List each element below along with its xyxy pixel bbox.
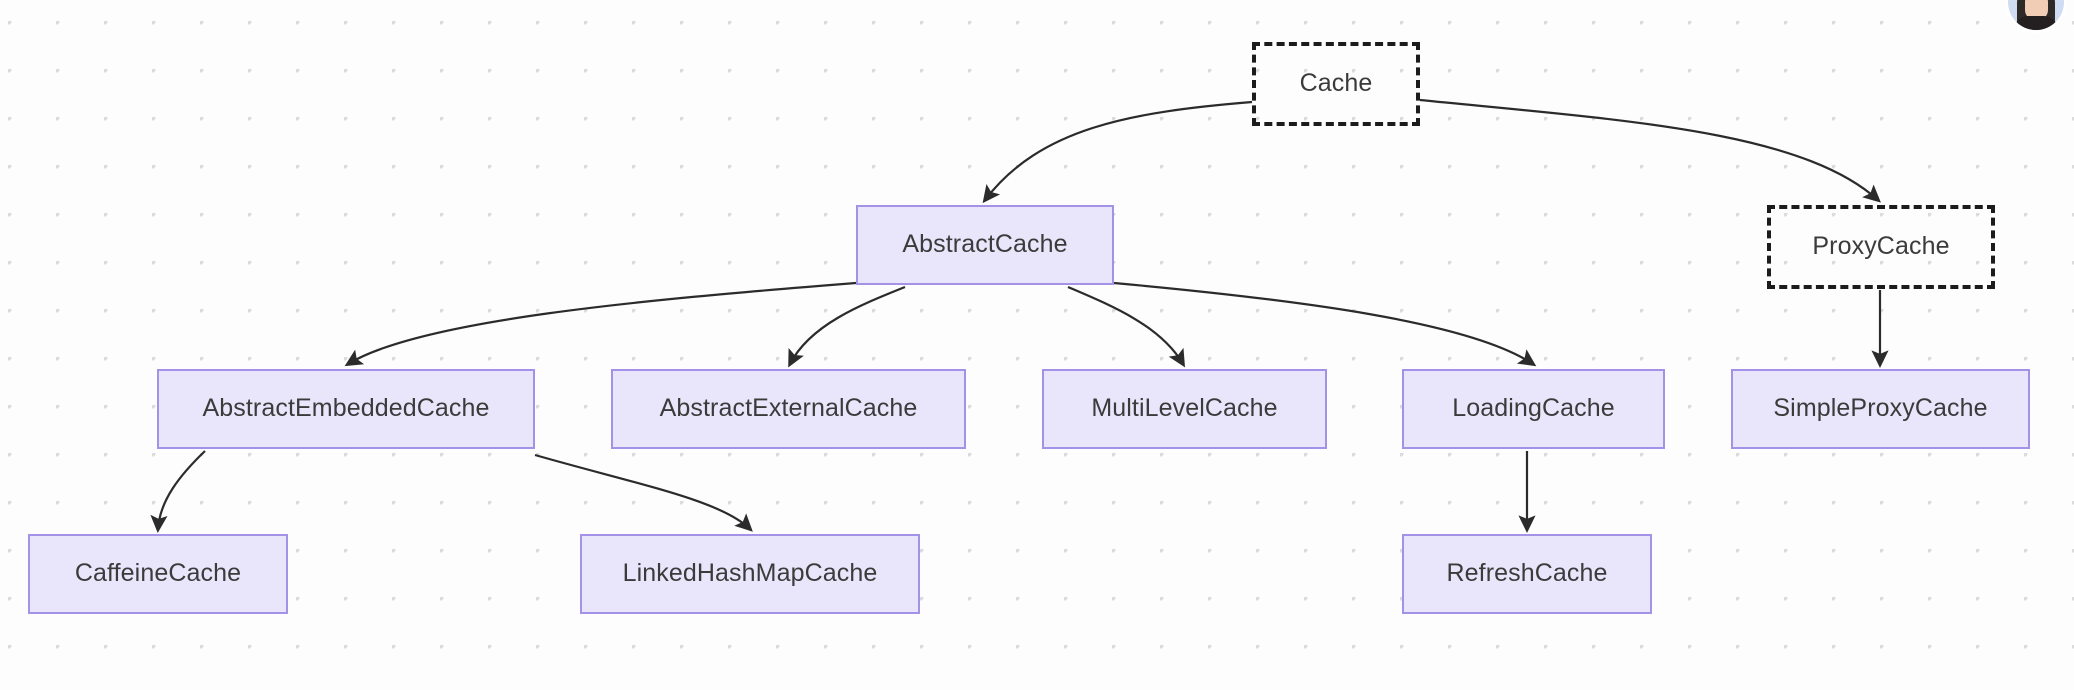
avatar-body — [2014, 16, 2058, 30]
edge-cache-to-abstractCache — [982, 100, 1253, 204]
node-label: SimpleProxyCache — [1773, 394, 1988, 423]
node-abstractCache[interactable]: AbstractCache — [856, 205, 1114, 285]
node-abstractExternalCache[interactable]: AbstractExternalCache — [611, 369, 966, 449]
user-avatar[interactable] — [2008, 0, 2064, 30]
edge-cache-to-proxyCache — [1419, 98, 1881, 203]
node-caffeineCache[interactable]: CaffeineCache — [28, 534, 288, 614]
node-label: RefreshCache — [1446, 559, 1608, 588]
node-label: AbstractEmbeddedCache — [202, 394, 490, 423]
node-label: MultiLevelCache — [1091, 394, 1278, 423]
edge-abstractEmbeddedCache-to-linkedHashMapCache — [534, 453, 753, 532]
edge-abstractCache-to-abstractExternalCache — [788, 285, 906, 368]
edge-abstractCache-to-multiLevelCache — [1067, 285, 1186, 368]
node-proxyCache[interactable]: ProxyCache — [1767, 205, 1995, 289]
edge-abstractCache-to-loadingCache — [1113, 281, 1537, 367]
node-label: AbstractExternalCache — [659, 394, 918, 423]
node-label: ProxyCache — [1812, 232, 1950, 261]
node-label: Cache — [1299, 69, 1373, 98]
node-label: CaffeineCache — [74, 559, 242, 588]
node-loadingCache[interactable]: LoadingCache — [1402, 369, 1665, 449]
node-label: AbstractCache — [902, 230, 1068, 259]
avatar-face — [2025, 0, 2048, 20]
edge-abstractCache-to-abstractEmbeddedCache — [344, 281, 857, 367]
node-simpleProxyCache[interactable]: SimpleProxyCache — [1731, 369, 2030, 449]
node-label: LoadingCache — [1452, 394, 1615, 423]
node-refreshCache[interactable]: RefreshCache — [1402, 534, 1652, 614]
node-abstractEmbeddedCache[interactable]: AbstractEmbeddedCache — [157, 369, 535, 449]
node-label: LinkedHashMapCache — [622, 559, 878, 588]
edge-abstractEmbeddedCache-to-caffeineCache — [150, 450, 206, 533]
node-cache[interactable]: Cache — [1252, 42, 1420, 126]
node-linkedHashMapCache[interactable]: LinkedHashMapCache — [580, 534, 920, 614]
node-multiLevelCache[interactable]: MultiLevelCache — [1042, 369, 1327, 449]
